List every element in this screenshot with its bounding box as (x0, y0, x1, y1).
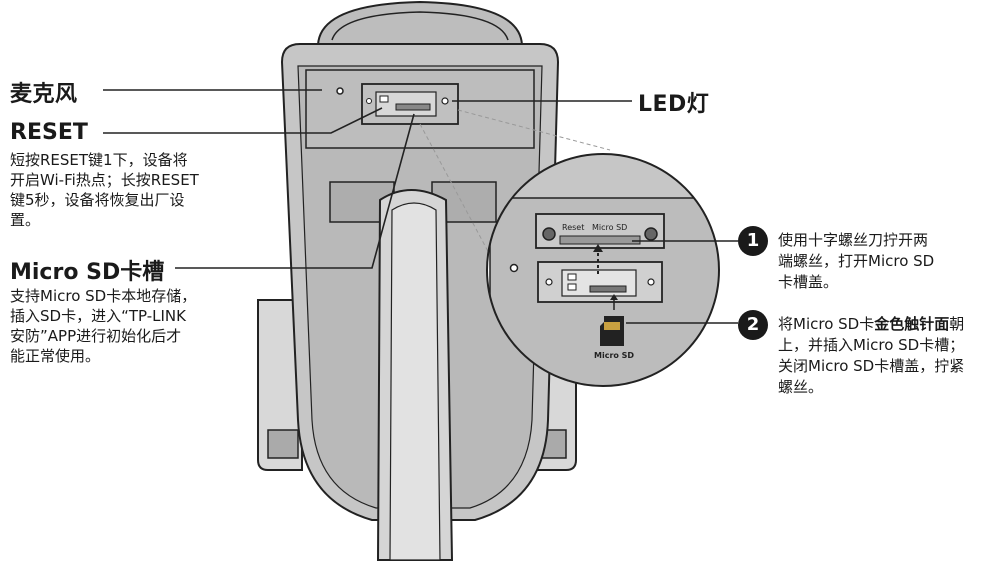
zoom-slot-label-sd: Micro SD (592, 223, 627, 232)
reset-desc-line: 开启Wi-Fi热点；长按RESET (10, 171, 199, 189)
zoom-slot-label-reset: Reset (562, 223, 584, 232)
sd-leader (175, 113, 415, 269)
reset-description: 短按RESET键1下，设备将 开启Wi-Fi热点；长按RESET 键5秒，设备将… (10, 150, 199, 230)
zoom-reset-button-2 (567, 283, 577, 291)
zoom-screw-left (542, 227, 556, 241)
reset-desc-line: 置。 (10, 211, 41, 229)
reset-button-small (379, 95, 389, 103)
camera-stand-inner (389, 202, 441, 561)
step1-line: 使用十字螺丝刀拧开两 (778, 231, 929, 249)
reset-title: RESET (10, 120, 88, 145)
zoom-mic-hole (509, 263, 519, 273)
left-bracket-joint (267, 429, 299, 459)
sd-desc-line: 安防”APP进行初始化后才 (10, 327, 182, 345)
step2-line1-post: 朝 (949, 315, 965, 333)
zoom-guide-bottom (419, 123, 531, 331)
zoom-arrow-head (593, 244, 603, 252)
reset-desc-line: 短按RESET键1下，设备将 (10, 151, 188, 169)
mic-hole (336, 87, 344, 95)
zoom-reset-button (567, 273, 577, 281)
micro-sd-contacts (604, 322, 620, 330)
sd-desc-line: 支持Micro SD卡本地存储， (10, 287, 197, 305)
camera-top-dome-rim (331, 11, 509, 41)
step2-line-1: 将Micro SD卡金色触针面朝 (778, 314, 1004, 335)
reset-desc-line: 键5秒，设备将恢复出厂设 (10, 191, 185, 209)
zoom-cover-strip (559, 235, 641, 245)
zoom-slot-screw-left (545, 278, 553, 286)
led-label: LED灯 (638, 92, 710, 117)
zoom-card-label: Micro SD (594, 351, 634, 360)
zoom-guide-top (457, 109, 611, 151)
step2-line1-pre: 将Micro SD卡 (778, 315, 875, 333)
step2-line1-bold: 金色触针面 (874, 315, 950, 333)
step2-line: 上，并插入Micro SD卡槽； (778, 336, 965, 354)
step1-line: 端螺丝，打开Micro SD (778, 252, 935, 270)
step2-number: 2 (738, 310, 768, 340)
mic-label: 麦克风 (10, 82, 78, 107)
sd-desc-line: 插入SD卡，进入“TP-LINK (10, 307, 186, 325)
sd-desc-line: 能正常使用。 (10, 347, 101, 365)
zoom-slot-screw-right (647, 278, 655, 286)
led-small (441, 97, 449, 105)
step1-number: 1 (738, 226, 768, 256)
step1-text: 使用十字螺丝刀拧开两 端螺丝，打开Micro SD 卡槽盖。 (778, 230, 934, 293)
zoom-circle-border (486, 153, 720, 387)
step2-line: 关闭Micro SD卡槽盖，拧紧 (778, 357, 965, 375)
zoom-sd-slot (589, 285, 627, 293)
left-bracket (257, 299, 303, 471)
sd-slot-title: Micro SD卡槽 (10, 260, 165, 285)
zoom-screw-right (644, 227, 658, 241)
sd-slot-description: 支持Micro SD卡本地存储， 插入SD卡，进入“TP-LINK 安防”APP… (10, 286, 196, 366)
step2-text: 将Micro SD卡金色触针面朝 上，并插入Micro SD卡槽； 关闭Micr… (778, 314, 1004, 398)
step2-line: 螺丝。 (778, 378, 824, 396)
card-arrow-head (610, 294, 618, 300)
reset-leader (103, 107, 383, 134)
step1-line: 卡槽盖。 (778, 273, 839, 291)
sd-slot-small (395, 103, 431, 111)
screw-small-left (366, 98, 372, 104)
